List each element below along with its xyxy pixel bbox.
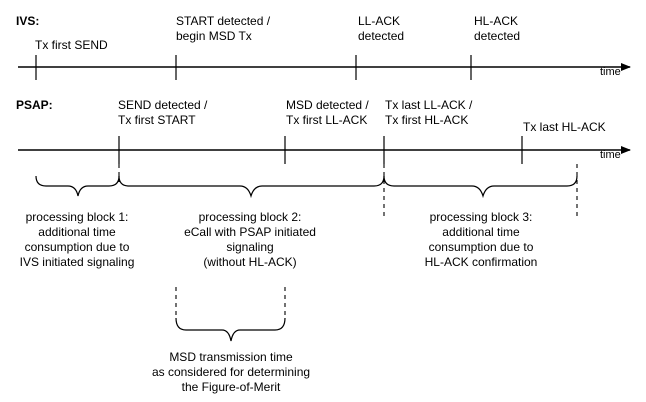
ivs-event-3-line1: LL-ACK	[358, 14, 400, 28]
block-2-line4: (without HL-ACK)	[203, 255, 296, 269]
block-3-line1: processing block 3:	[430, 210, 533, 224]
psap-event-2-line1: MSD detected /	[286, 98, 369, 112]
brace-msd	[175, 317, 286, 342]
block-2-line3: signaling	[226, 240, 273, 254]
ivs-event-2-line2: begin MSD Tx	[176, 29, 252, 43]
block-1-line1: processing block 1:	[26, 210, 129, 224]
block-1-line3: consumption due to	[25, 240, 130, 254]
ivs-event-2-line1: START detected /	[176, 14, 271, 28]
block-3-line3: consumption due to	[429, 240, 534, 254]
block-3-line2: additional time	[442, 225, 520, 239]
msd-line3: the Figure-of-Merit	[182, 380, 281, 394]
block-1-line2: additional time	[38, 225, 116, 239]
brace-block-3	[383, 175, 578, 199]
psap-event-2-line2: Tx first LL-ACK	[286, 113, 367, 127]
block-1-line4: IVS initiated signaling	[20, 255, 135, 269]
ivs-event-3-line2: detected	[358, 29, 404, 43]
msd-line1: MSD transmission time	[169, 350, 293, 364]
block-3-line4: HL-ACK confirmation	[425, 255, 538, 269]
psap-event-4-line1: Tx last HL-ACK	[523, 120, 606, 134]
ivs-time-label: time	[600, 66, 621, 78]
psap-label: PSAP:	[16, 98, 53, 112]
ivs-label: IVS:	[16, 14, 39, 28]
ivs-event-4-line1: HL-ACK	[474, 14, 518, 28]
psap-event-1-line1: SEND detected /	[118, 98, 208, 112]
psap-event-3-line2: Tx first HL-ACK	[385, 113, 468, 127]
block-2-line1: processing block 2:	[199, 210, 302, 224]
psap-time-label: time	[600, 149, 621, 161]
ivs-event-4-line2: detected	[474, 29, 520, 43]
block-2-line2: eCall with PSAP initiated	[184, 225, 316, 239]
msd-line2: as considered for determining	[152, 365, 310, 379]
psap-event-1-line2: Tx first START	[118, 113, 196, 127]
ivs-event-1-line1: Tx first SEND	[35, 38, 108, 52]
psap-event-3-line1: Tx last LL-ACK /	[385, 98, 473, 112]
brace-block-2	[118, 175, 385, 199]
brace-block-1	[35, 175, 120, 197]
